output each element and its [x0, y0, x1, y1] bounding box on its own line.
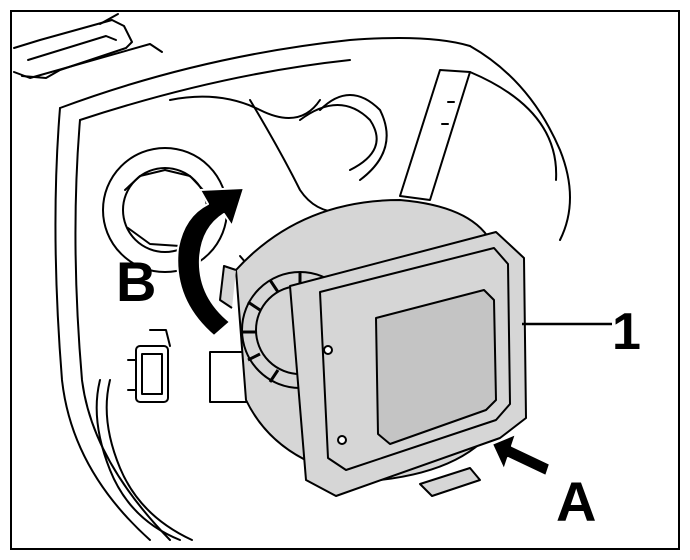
callout-b: B: [116, 250, 157, 313]
push-arrow-icon: [491, 433, 551, 477]
headlamp-housing-outline: [54, 37, 571, 541]
curved-arrow-icon: [176, 187, 245, 337]
diagram-border: [10, 10, 680, 550]
lens-cover: [289, 231, 527, 497]
lamp-stem: [399, 69, 558, 201]
electrical-connector: [127, 329, 171, 403]
callout-a: A: [556, 470, 597, 533]
top-bracket: [13, 13, 163, 79]
callout-part-number: 1: [612, 303, 641, 361]
